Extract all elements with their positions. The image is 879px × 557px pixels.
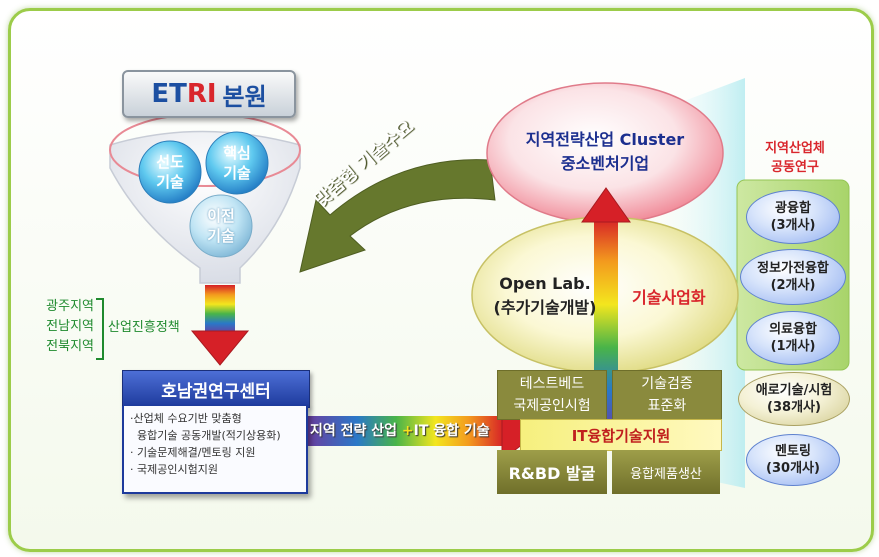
down-arrow-head	[190, 330, 250, 366]
mentoring-line1: 멘토링	[775, 444, 811, 459]
side-item-jeongbogajeon: 정보가전융합 (2개사)	[740, 249, 846, 305]
rbd-box: R&BD 발굴	[497, 450, 607, 494]
ball-haeksim	[205, 131, 269, 195]
funnel-item-line2: 기술	[207, 227, 235, 245]
openlab-line2: (추가기술개발)	[493, 298, 597, 317]
funnel-item-line2: 기술	[223, 164, 251, 182]
etri-part2: RI	[186, 79, 217, 109]
funnel-item-line1: 선도	[156, 153, 184, 171]
openlab-label: Open Lab. (추가기술개발)	[480, 268, 610, 324]
demand-arrow	[299, 159, 496, 273]
cluster-line1: 지역전략산업 Cluster	[525, 130, 685, 149]
cluster-label: 지역전략산업 Cluster 중소벤처기업	[500, 124, 710, 180]
honam-line: 융합기술 공동개발(적기상용화)	[130, 429, 281, 442]
ball-ijeon	[189, 194, 253, 258]
testbed-box: 테스트베드 국제공인시험	[497, 370, 607, 420]
honam-center-title: 호남권연구센터	[122, 370, 310, 408]
mentoring-item: 멘토링 (30개사)	[746, 434, 840, 486]
region-bracket	[96, 298, 104, 360]
side-item-line2: (1개사)	[770, 339, 816, 354]
commercialization-arrow-head	[581, 187, 631, 223]
etri-part1: ET	[151, 79, 187, 109]
funnel-item-line1: 이전	[207, 207, 235, 225]
side-item-line1: 의료융합	[769, 322, 817, 337]
region-item: 광주지역	[46, 299, 94, 314]
side-title: 지역산업체 공동연구	[742, 138, 848, 178]
etri-part3: 본원	[222, 82, 267, 111]
down-arrow-shaft	[205, 285, 235, 333]
production-box: 융합제품생산	[612, 450, 720, 494]
strategy-part1: 지역 전략 산업	[310, 423, 402, 439]
funnel-item-line2: 기술	[156, 173, 184, 191]
testbed-line2: 국제공인시험	[513, 398, 591, 414]
tan-item-line2: (38개사)	[767, 400, 821, 415]
funnel-item-line1: 핵심	[223, 144, 251, 162]
side-item-line1: 정보가전융합	[757, 261, 829, 276]
side-item-line1: 광융합	[775, 201, 811, 216]
policy-label: 산업진흥정책	[108, 320, 180, 335]
ball-seondo	[138, 140, 202, 204]
strategy-plus: +	[401, 423, 414, 439]
funnel-item-haeksim: 핵심 기술	[206, 132, 268, 194]
testbed-line1: 테스트베드	[519, 376, 585, 392]
strategy-arrow-label: 지역 전략 산업 +IT 융합 기술	[310, 422, 525, 440]
honam-line: ·산업체 수요기반 맞춤형	[130, 412, 242, 425]
cluster-line2: 중소벤처기업	[560, 154, 650, 173]
funnel-item-ijeon: 이전 기술	[190, 195, 252, 257]
honam-center-box: ·산업체 수요기반 맞춤형 융합기술 공동개발(적기상용화) · 기술문제해결/…	[122, 406, 308, 494]
region-item: 전북지역	[46, 339, 94, 354]
verify-box: 기술검증 표준화	[612, 370, 722, 420]
it-support-bar: IT융합기술지원	[520, 419, 722, 451]
side-item-line2: (2개사)	[770, 278, 816, 293]
region-item: 전남지역	[46, 319, 94, 334]
funnel-item-seondo: 선도 기술	[139, 141, 201, 203]
side-title-line1: 지역산업체	[765, 141, 825, 156]
side-item-gwangyunghap: 광융합 (3개사)	[746, 190, 840, 244]
tan-item-line1: 애로기술/시험	[755, 383, 833, 398]
honam-line: · 기술문제해결/멘토링 지원	[130, 446, 256, 459]
openlab-line1: Open Lab.	[499, 274, 591, 293]
strategy-part2: IT 융합 기술	[413, 423, 490, 439]
mentoring-line2: (30개사)	[766, 461, 820, 476]
honam-line: · 국제공인시험지원	[130, 463, 218, 476]
side-title-line2: 공동연구	[771, 160, 819, 175]
strategy-arrow-shaft	[308, 416, 504, 446]
region-list: 광주지역 전남지역 전북지역	[30, 297, 94, 357]
side-item-line2: (3개사)	[770, 218, 816, 233]
side-item-uiryo: 의료융합 (1개사)	[746, 311, 840, 365]
tan-item: 애로기술/시험 (38개사)	[738, 372, 850, 426]
commercialization-label: 기술사업화	[632, 288, 706, 307]
verify-line1: 기술검증	[641, 376, 693, 392]
verify-line2: 표준화	[647, 398, 687, 414]
